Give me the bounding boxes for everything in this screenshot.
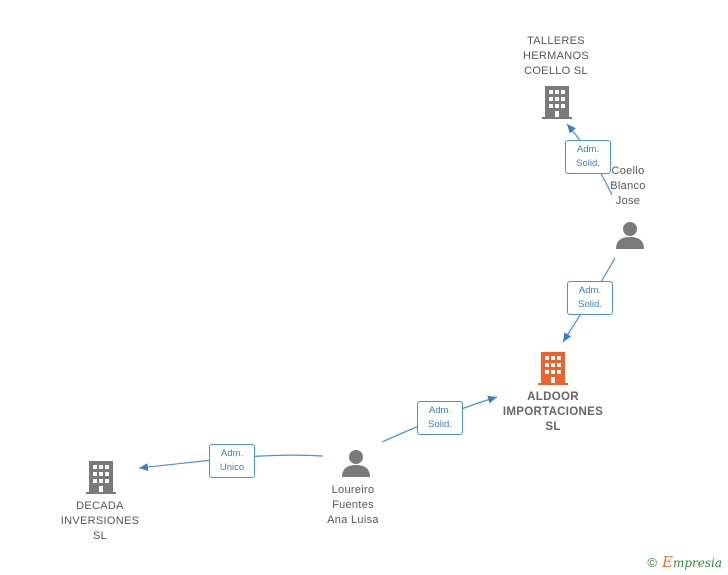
copyright-symbol: © [647,554,657,570]
building-icon[interactable] [85,459,117,495]
company-label-talleres[interactable]: TALLERES HERMANOS COELLO SL [523,35,589,77]
edge-label-coello-aldoor: Adm. Solid. [567,281,613,315]
brand-logo[interactable]: Empresia [661,553,722,571]
person-icon[interactable] [340,448,372,478]
company-label-aldoor[interactable]: ALDOOR IMPORTACIONES SL [502,391,604,433]
person-icon[interactable] [614,220,646,250]
person-label-coello[interactable]: Coello Blanco Jose [610,165,646,207]
company-label-decada[interactable]: DECADA INVERSIONES SL [60,500,140,542]
edge-label-loureiro-decada: Adm. Unico [209,444,255,478]
edge-label-coello-talleres: Adm. Solid. [565,140,611,174]
person-label-loureiro[interactable]: Loureiro Fuentes Ana Luisa [327,484,379,526]
footer-brand: © Empresia [647,553,722,571]
building-icon-highlighted[interactable] [537,350,569,386]
building-icon[interactable] [541,84,573,120]
edge-label-loureiro-aldoor: Adm. Solid. [417,401,463,435]
